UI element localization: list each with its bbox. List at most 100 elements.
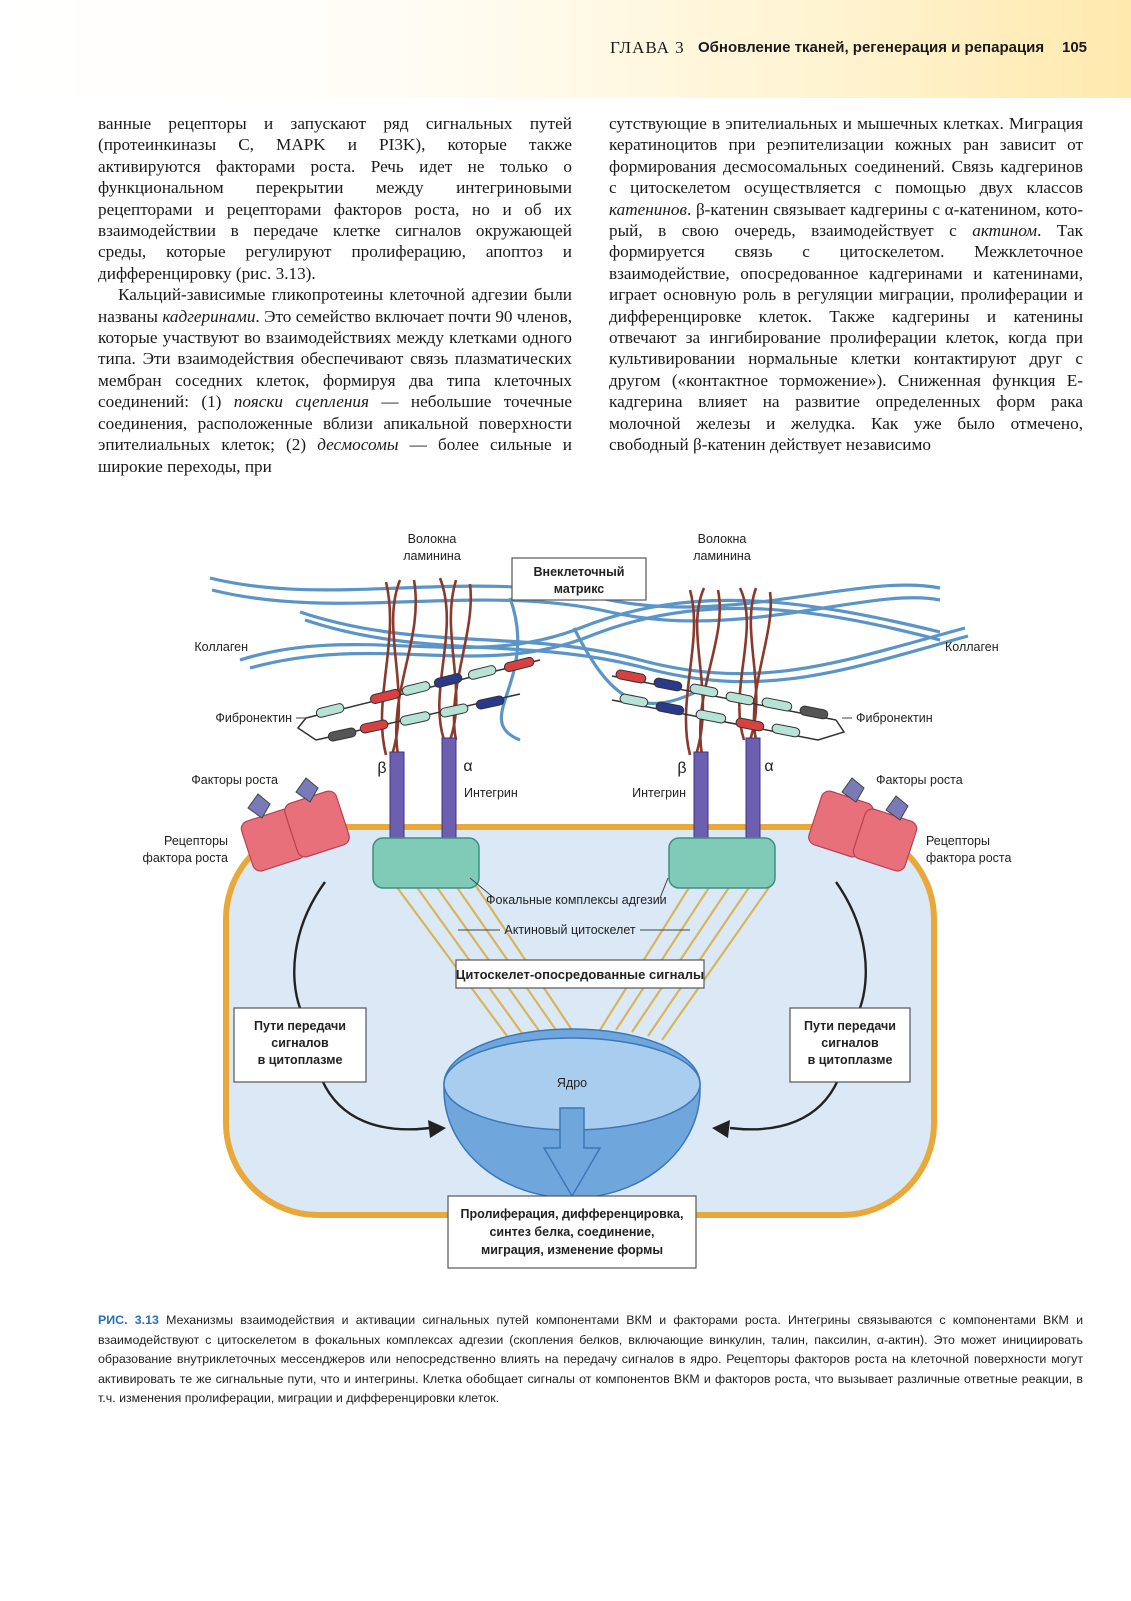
focal-complex-left xyxy=(372,837,480,889)
actin-filament xyxy=(631,885,731,1033)
paths-left-line-2: сигналов xyxy=(271,1036,329,1050)
growth-factor-icon xyxy=(841,777,865,803)
label-receptors-right-1: Рецепторы xyxy=(926,834,990,848)
paths-right-line-2: сигналов xyxy=(821,1036,879,1050)
text-run: . β-катенин связывает кадгерины с α-кате… xyxy=(609,199,1083,241)
italic-term: дес­мосомы xyxy=(317,435,399,455)
integrin-alpha-left xyxy=(441,737,457,845)
header-band xyxy=(0,0,1131,98)
paragraph: сутствующие в эпителиальных и мышечных к… xyxy=(609,113,1083,456)
laminin-fiber xyxy=(684,589,696,756)
text-run: . Так формируется связь с цитоскелетом. … xyxy=(609,221,1083,455)
figure-caption: РИС. 3.13 Механизмы взаимодействия и акт… xyxy=(98,1311,1083,1409)
label-collagen-left: Коллаген xyxy=(194,640,248,654)
label-laminin-left-2: ламинина xyxy=(403,549,461,563)
figure-caption-text: Механизмы взаимодействия и активации сиг… xyxy=(98,1313,1083,1406)
label-nucleus: Ядро xyxy=(557,1076,587,1090)
ecm-box-line-1: Внеклеточный xyxy=(534,565,625,579)
arrow-head-icon xyxy=(428,1120,446,1138)
integrin-alpha-right xyxy=(745,737,761,845)
running-head: ГЛАВА 3 Обновление тканей, регенерация и… xyxy=(610,38,1090,62)
laminin-fiber xyxy=(380,581,392,756)
label-growth-factors-left: Факторы роста xyxy=(191,773,278,787)
ecm-box-line-2: матрикс xyxy=(554,582,605,596)
laminin-fiber xyxy=(394,579,418,756)
label-actin-cytoskeleton: Актиновый цитоскелет xyxy=(504,923,635,937)
actin-filament xyxy=(395,885,511,1041)
text-run: — небольшие точечные соединения, располо… xyxy=(98,392,573,455)
laminin-fiber xyxy=(452,583,473,741)
figure-3-13: Волокна ламинина Волокна ламинина Внекле… xyxy=(120,528,1020,1283)
label-laminin-right-2: ламинина xyxy=(693,549,751,563)
actin-filament xyxy=(435,885,541,1033)
growth-factor-icon xyxy=(885,795,909,821)
label-alpha-right: α xyxy=(764,758,773,775)
label-fibronectin-left: Фибронектин xyxy=(215,711,292,725)
paths-right-line-3: в цитоплазме xyxy=(808,1053,893,1067)
label-fibronectin-right: Фибронектин xyxy=(856,711,933,725)
receptor-right xyxy=(808,777,918,872)
paragraph: Кальций-зависимые гликопротеины клеточно… xyxy=(98,284,572,477)
label-integrin-right: Интегрин xyxy=(632,786,686,800)
label-laminin-left-1: Волокна xyxy=(408,532,457,546)
italic-term: катенинов xyxy=(609,199,687,219)
text-run: сутствующие в эпителиальных и мышечных к… xyxy=(609,114,1083,198)
label-laminin-right-1: Волокна xyxy=(698,532,747,546)
fibronectin-strand xyxy=(611,675,837,721)
growth-factor-icon xyxy=(295,777,319,803)
paths-left-line-1: Пути передачи xyxy=(254,1019,346,1033)
outcome-line-3: миграция, изменение формы xyxy=(481,1243,663,1257)
signal-path-left xyxy=(293,881,326,1009)
fibronectin-link xyxy=(296,717,317,741)
italic-term: актином xyxy=(972,221,1038,241)
outcome-line-1: Пролиферация, дифференцировка, xyxy=(461,1207,684,1221)
outcome-line-2: синтез белка, соединение, xyxy=(489,1225,654,1239)
cytoskeleton-signals-box xyxy=(455,959,705,989)
laminin-fiber xyxy=(438,577,449,741)
actin-filament xyxy=(661,885,771,1041)
signal-path-right-arrow xyxy=(729,1079,840,1131)
chapter-label: ГЛАВА 3 xyxy=(610,38,685,57)
collagen-fiber xyxy=(239,598,941,662)
label-receptors-left-2: фактора роста xyxy=(143,851,228,865)
outcome-box xyxy=(447,1195,697,1269)
fibronectin-link xyxy=(817,719,846,741)
fibronectin-domains xyxy=(615,669,829,738)
page-number: 105 xyxy=(1062,39,1088,56)
ecm-box xyxy=(511,557,647,601)
italic-term: кадгеринами xyxy=(162,306,256,326)
laminin-fiber xyxy=(738,587,749,741)
label-focal-adhesion: Фокальные комплексы адгезии xyxy=(486,893,667,907)
leader-line xyxy=(659,877,669,899)
paragraph: ванные рецепторы и запускают ряд сигналь… xyxy=(98,114,572,283)
collagen-fiber xyxy=(299,610,966,676)
right-text-column: сутствующие в эпителиальных и мышечных к… xyxy=(609,113,1083,456)
collagen-fiber xyxy=(499,597,521,742)
fibronectin-domains xyxy=(315,656,535,742)
paths-right-line-1: Пути передачи xyxy=(804,1019,896,1033)
label-receptors-right-2: фактора роста xyxy=(926,851,1011,865)
fibronectin-left xyxy=(296,656,541,742)
collagen-fiber xyxy=(211,588,941,623)
cytoplasm-paths-box-left xyxy=(233,1007,367,1083)
label-receptors-left-1: Рецепторы xyxy=(164,834,228,848)
actin-filament xyxy=(615,885,711,1031)
figure-caption-label: РИС. 3.13 xyxy=(98,1313,159,1327)
label-growth-factors-right: Факторы роста xyxy=(876,773,963,787)
nucleus-output-arrow-icon xyxy=(542,1107,602,1198)
signal-path-left-arrow xyxy=(320,1079,431,1131)
label-alpha-left: α xyxy=(463,758,472,775)
cytoplasm-paths-box-right xyxy=(789,1007,911,1083)
text-run: . Это семейство включает почти 90 членов… xyxy=(98,306,572,412)
label-beta-right: β xyxy=(677,760,686,777)
label-collagen-right: Коллаген xyxy=(945,640,999,654)
label-cytoskeleton-signals: Цитоскелет-опосредованные сигналы xyxy=(456,967,704,982)
paths-left-line-3: в цитоплазме xyxy=(258,1053,343,1067)
integrin-beta-right xyxy=(693,751,709,845)
fibronectin-right xyxy=(611,669,846,741)
actin-filament xyxy=(475,885,573,1031)
arrow-head-icon xyxy=(712,1120,730,1138)
text-run: Кальций-зависимые гликопротеины клеточно… xyxy=(98,285,572,326)
ecm-signaling-diagram: Волокна ламинина Волокна ламинина Внекле… xyxy=(143,532,1011,1269)
actin-filament xyxy=(599,885,691,1031)
